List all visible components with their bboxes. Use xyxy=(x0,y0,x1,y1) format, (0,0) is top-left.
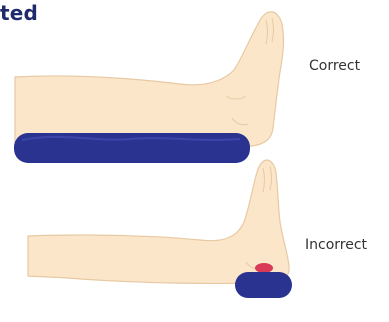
correct-leg xyxy=(15,12,283,148)
incorrect-pillow xyxy=(235,272,292,298)
incorrect-leg-figure xyxy=(28,160,289,283)
incorrect-leg xyxy=(28,160,289,283)
pressure-mark xyxy=(255,263,273,273)
correct-label: Correct xyxy=(309,57,360,75)
correct-leg-figure xyxy=(15,12,283,148)
incorrect-label: Incorrect xyxy=(305,236,367,254)
